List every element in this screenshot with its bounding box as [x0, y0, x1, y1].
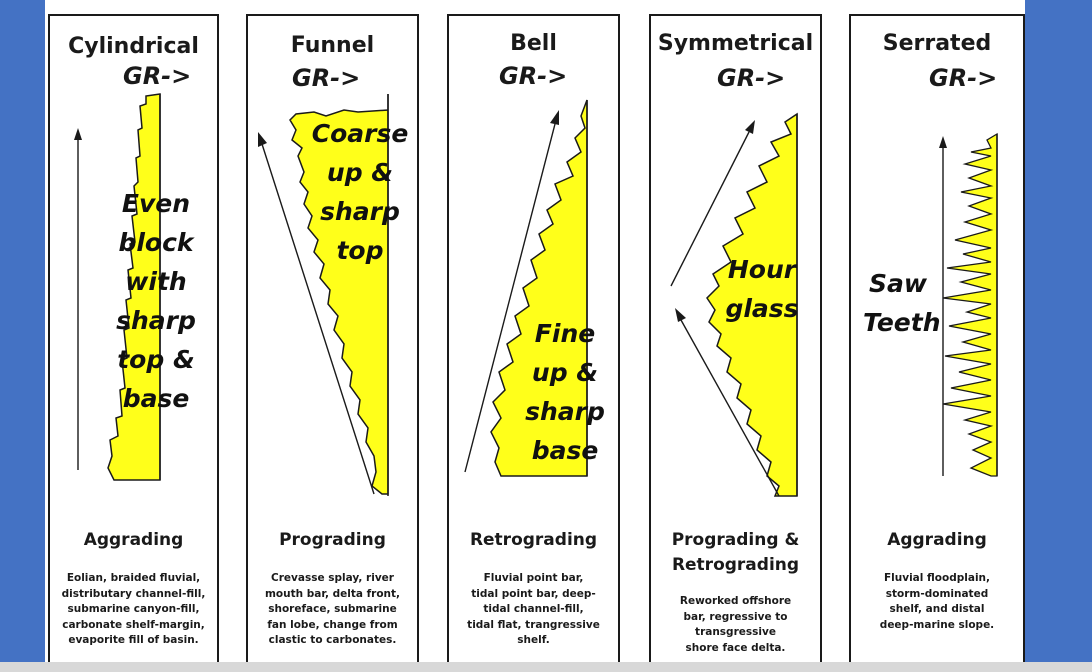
trend-label: Prograding: [279, 530, 386, 550]
panel-title: Funnel: [290, 33, 375, 58]
funnel-log-curve: [258, 94, 389, 496]
cylindrical-log-fill: [107, 93, 161, 481]
trend-label: Aggrading: [887, 530, 987, 550]
bell-log-curve: [464, 99, 588, 477]
trend-label: Prograding &Retrograding: [671, 530, 800, 575]
panel-title: Serrated: [882, 31, 992, 56]
symmetrical-log-fill: [706, 112, 798, 497]
bottom-strip: [0, 662, 1092, 672]
funnel-log-fill: [289, 94, 389, 495]
right-accent-band: [1025, 0, 1092, 672]
panel-title: Symmetrical: [657, 31, 814, 56]
bell-log-fill: [490, 99, 588, 477]
gr-label: GR->: [499, 62, 568, 90]
panel-title: Bell: [510, 31, 557, 56]
left-accent-band: [0, 0, 45, 672]
trend-label: Retrograding: [469, 530, 598, 550]
cylindrical-log-curve: [74, 93, 161, 481]
environment-description: Eolian, braided fluvial,distributary cha…: [61, 572, 206, 647]
symmetrical-log-curve: [670, 112, 798, 497]
gr-label: GR->: [292, 64, 361, 92]
gr-label: GR->: [717, 64, 786, 92]
gr-label: GR->: [929, 64, 998, 92]
environment-description: Fluvial point bar,tidal point bar, deep-…: [467, 572, 600, 647]
gr-label: GR->: [123, 62, 192, 90]
trend-label: Aggrading: [83, 530, 184, 550]
serrated-log-curve: [939, 132, 998, 477]
serrated-log-fill: [942, 132, 998, 477]
panel-title: Cylindrical: [68, 34, 199, 59]
